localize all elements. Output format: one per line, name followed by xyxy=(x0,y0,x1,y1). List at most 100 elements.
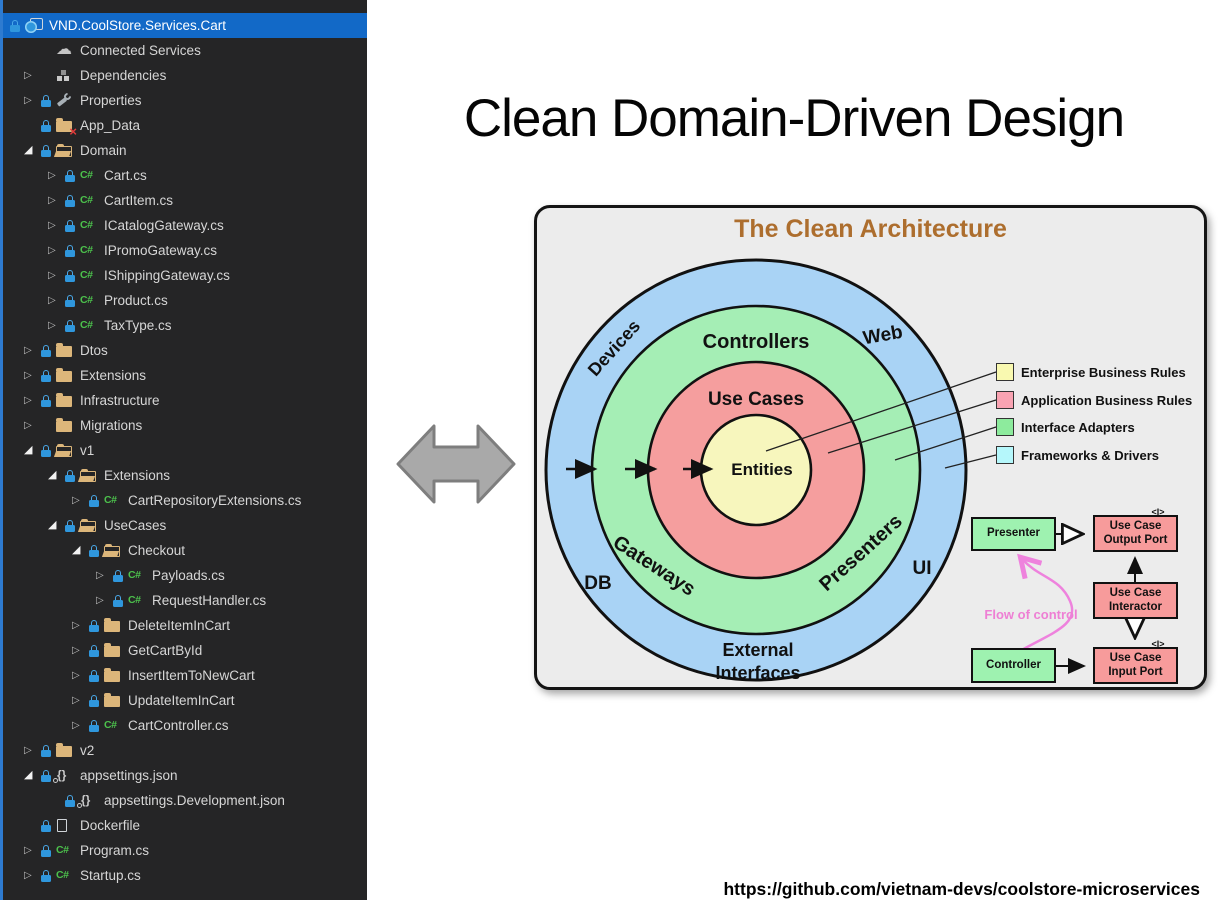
twisty-collapsed-icon[interactable]: ▷ xyxy=(48,220,56,231)
file-icon xyxy=(56,813,78,838)
twisty-collapsed-icon[interactable]: ▷ xyxy=(48,270,56,281)
flow-arrows xyxy=(1056,534,1135,674)
tree-item-cartitem-cs[interactable]: ▷C#CartItem.cs xyxy=(0,188,367,213)
tree-item-startup-cs[interactable]: ▷C#Startup.cs xyxy=(0,863,367,888)
tree-item-taxtype-cs[interactable]: ▷C#TaxType.cs xyxy=(0,313,367,338)
twisty-expanded-icon[interactable]: ◢ xyxy=(24,769,33,781)
twisty-expanded-icon[interactable]: ◢ xyxy=(72,544,81,556)
legend-item: Interface Adapters xyxy=(996,418,1135,436)
tree-item-cartcontroller-cs[interactable]: ▷C#CartController.cs xyxy=(0,713,367,738)
twisty-collapsed-icon[interactable]: ▷ xyxy=(48,195,56,206)
twisty-collapsed-icon[interactable]: ▷ xyxy=(48,170,56,181)
lock-icon xyxy=(89,613,104,638)
twisty-collapsed-icon[interactable]: ▷ xyxy=(48,295,56,306)
flow-box-label: Use Case xyxy=(1109,651,1162,664)
tree-item-extensions[interactable]: ▷Extensions xyxy=(0,363,367,388)
twisty-collapsed-icon[interactable]: ▷ xyxy=(72,670,80,681)
legend-label: Application Business Rules xyxy=(1021,392,1193,408)
tree-item-infrastructure[interactable]: ▷Infrastructure xyxy=(0,388,367,413)
twisty-collapsed-icon[interactable]: ▷ xyxy=(72,695,80,706)
cs-icon: C# xyxy=(128,594,141,606)
tree-item-label: CartController.cs xyxy=(128,718,229,733)
twisty-expanded-icon[interactable]: ◢ xyxy=(48,519,57,531)
tree-item-properties[interactable]: ▷ Properties xyxy=(0,88,367,113)
twisty-collapsed-icon[interactable]: ▷ xyxy=(96,595,104,606)
tree-item-label: Program.cs xyxy=(80,843,150,858)
lock-icon xyxy=(89,688,104,713)
twisty-collapsed-icon[interactable]: ▷ xyxy=(72,495,80,506)
tree-item-usecases[interactable]: ◢UseCases xyxy=(0,513,367,538)
tree-item-label: UpdateItemInCart xyxy=(128,693,235,708)
twisty-collapsed-icon[interactable]: ▷ xyxy=(24,420,32,431)
folder-open-icon xyxy=(80,463,102,488)
tree-item-ishippinggateway-cs[interactable]: ▷C#IShippingGateway.cs xyxy=(0,263,367,288)
twisty-collapsed-icon[interactable]: ▷ xyxy=(24,370,32,381)
lock-icon xyxy=(89,663,104,688)
architecture-diagram: Controllers Use Cases Entities Web Devic… xyxy=(544,258,1210,683)
twisty-collapsed-icon[interactable]: ▷ xyxy=(72,620,80,631)
tree-item-label: v2 xyxy=(80,743,95,758)
tree-item-app-data[interactable]: App_Data xyxy=(0,113,367,139)
tree-item-v1[interactable]: ◢v1 xyxy=(0,438,367,463)
tree-item-cartrepositoryextensions-cs[interactable]: ▷C#CartRepositoryExtensions.cs xyxy=(0,488,367,513)
tree-item-dependencies[interactable]: ▷Dependencies xyxy=(0,63,367,88)
cs-icon: C# xyxy=(80,294,93,306)
twisty-expanded-icon[interactable]: ◢ xyxy=(48,469,57,481)
tree-item-ipromogateway-cs[interactable]: ▷C#IPromoGateway.cs xyxy=(0,238,367,263)
cloud-icon: ☁ xyxy=(56,41,72,58)
twisty-collapsed-icon[interactable]: ▷ xyxy=(24,345,32,356)
folder-open-icon xyxy=(104,538,126,563)
tree-item-insertitemtonewcart[interactable]: ▷InsertItemToNewCart xyxy=(0,663,367,688)
tree-item-appsettings-json[interactable]: ◢{}appsettings.json xyxy=(0,763,367,788)
tree-item-label: Dtos xyxy=(80,343,108,358)
twisty-collapsed-icon[interactable]: ▷ xyxy=(24,95,32,106)
tree-item-vnd-coolstore-services-cart[interactable]: VND.CoolStore.Services.Cart xyxy=(0,13,367,38)
tree-item-dockerfile[interactable]: Dockerfile xyxy=(0,813,367,838)
flow-box-label: Use Case xyxy=(1109,519,1162,532)
twisty-collapsed-icon[interactable]: ▷ xyxy=(72,645,80,656)
twisty-collapsed-icon[interactable]: ▷ xyxy=(24,845,32,856)
tree-item-connected-services[interactable]: ☁Connected Services xyxy=(0,38,367,63)
flow-box-label: Controller xyxy=(986,658,1041,671)
tree-item-deleteitemincart[interactable]: ▷ DeleteItemInCart xyxy=(0,613,367,638)
tree-item-appsettings-development-json[interactable]: {}appsettings.Development.json xyxy=(0,788,367,813)
label-interfaces: Interfaces xyxy=(715,663,800,683)
tree-item-program-cs[interactable]: ▷ C# Program.cs xyxy=(0,838,367,863)
tree-item-updateitemincart[interactable]: ▷ UpdateItemInCart xyxy=(0,688,367,713)
tree-item-domain[interactable]: ◢ Domain xyxy=(0,138,367,163)
twisty-collapsed-icon[interactable]: ▷ xyxy=(48,245,56,256)
lock-spacer xyxy=(41,63,56,88)
twisty-collapsed-icon[interactable]: ▷ xyxy=(24,870,32,881)
tree-item-extensions[interactable]: ◢Extensions xyxy=(0,463,367,488)
twisty-expanded-icon[interactable]: ◢ xyxy=(24,144,33,156)
tree-item-product-cs[interactable]: ▷C#Product.cs xyxy=(0,288,367,313)
tree-item-label: Properties xyxy=(80,93,142,108)
twisty-collapsed-icon[interactable]: ▷ xyxy=(96,570,104,581)
tree-item-dtos[interactable]: ▷ Dtos xyxy=(0,338,367,363)
twisty-collapsed-icon[interactable]: ▷ xyxy=(48,320,56,331)
tree-item-label: Domain xyxy=(80,143,127,158)
twisty-collapsed-icon[interactable]: ▷ xyxy=(24,745,32,756)
twisty-collapsed-icon[interactable]: ▷ xyxy=(24,395,32,406)
lock-icon xyxy=(41,838,56,863)
legend-item: Frameworks & Drivers xyxy=(996,446,1159,464)
twisty-collapsed-icon[interactable]: ▷ xyxy=(24,70,32,81)
twisty-collapsed-icon[interactable]: ▷ xyxy=(72,720,80,731)
tree-item-payloads-cs[interactable]: ▷C#Payloads.cs xyxy=(0,563,367,588)
tree-item-migrations[interactable]: ▷Migrations xyxy=(0,413,367,438)
folder-open-icon xyxy=(56,438,78,463)
deps-icon xyxy=(56,63,78,88)
folder-icon xyxy=(104,688,126,713)
tree-item-requesthandler-cs[interactable]: ▷C#RequestHandler.cs xyxy=(0,588,367,613)
cs-icon: C# xyxy=(56,844,69,856)
tree-item-getcartbyid[interactable]: ▷GetCartById xyxy=(0,638,367,663)
interface-stereotype-icon: <I> xyxy=(1151,639,1165,649)
tree-item-v2[interactable]: ▷ v2 xyxy=(0,738,367,763)
twisty-expanded-icon[interactable]: ◢ xyxy=(24,444,33,456)
lock-icon xyxy=(41,863,56,888)
tree-item-label: Checkout xyxy=(128,543,186,558)
tree-item-icataloggateway-cs[interactable]: ▷C#ICatalogGateway.cs xyxy=(0,213,367,238)
tree-item-label: DeleteItemInCart xyxy=(128,618,231,633)
tree-item-cart-cs[interactable]: ▷C#Cart.cs xyxy=(0,163,367,188)
tree-item-checkout[interactable]: ◢ Checkout xyxy=(0,538,367,563)
